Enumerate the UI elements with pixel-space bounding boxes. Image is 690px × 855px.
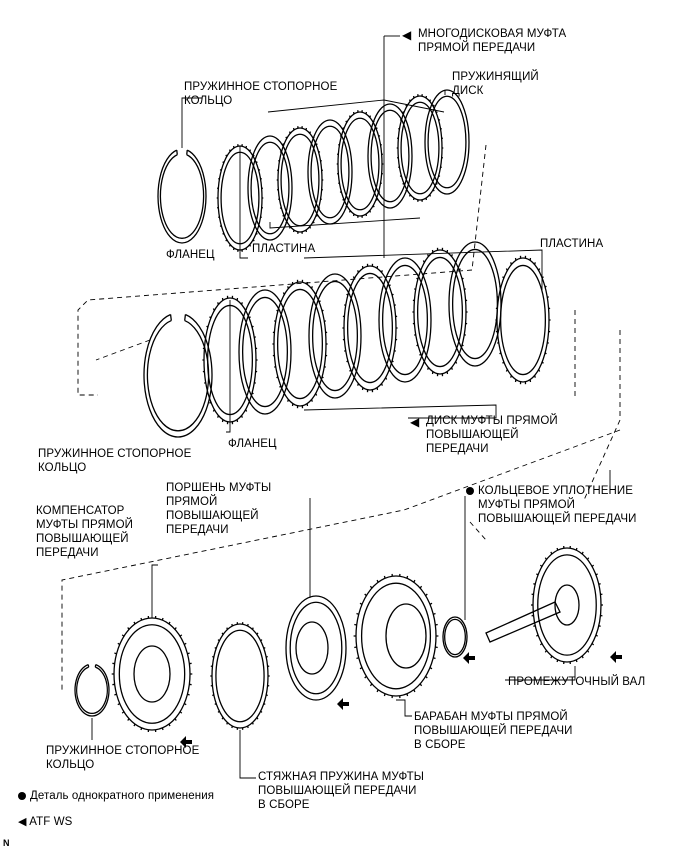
- piston-inner: [295, 621, 329, 675]
- od-clutch-disc-label: ДИСК МУФТЫ ПРЯМОЙ ПОВЫШАЮЩЕЙ ПЕРЕДАЧИ: [426, 415, 558, 455]
- atf-arrow-icon-3: [610, 651, 622, 663]
- flange-mid-label: ФЛАНЕЦ: [228, 438, 277, 450]
- flange-top-label: ФЛАНЕЦ: [166, 249, 215, 261]
- o-ring-part: [442, 616, 468, 658]
- snap-ring-mid-label: ПРУЖИННОЕ СТОПОРНОЕ КОЛЬЦО: [38, 448, 192, 474]
- leader-line-7: [303, 249, 543, 290]
- leader-line-17: [239, 730, 256, 779]
- leader-line-14: [505, 666, 576, 681]
- atf-arrow-icon-2: [463, 652, 475, 664]
- mid-clutch-ring-1: [238, 289, 292, 415]
- dashed-line-3: [583, 330, 621, 501]
- piston-label: ПОРШЕНЬ МУФТЫ ПРЯМОЙ ПОВЫШАЮЩЕЙ ПЕРЕДАЧИ: [166, 482, 272, 536]
- leader-line-9: [303, 404, 497, 419]
- intermediate-shaft-label: ПРОМЕЖУТОЧНЫЙ ВАЛ: [508, 676, 646, 688]
- mid-clutch-ring-5: [378, 257, 432, 383]
- return-spring-part: [210, 622, 270, 730]
- snap-ring-bottom-label: ПРУЖИННОЕ СТОПОРНОЕ КОЛЬЦО: [46, 745, 200, 771]
- dashed-line-4: [95, 339, 151, 361]
- leader-line-6: [181, 97, 202, 148]
- drum-part: [353, 573, 439, 699]
- dashed-line-0: [471, 144, 487, 271]
- od-clutch-disc-arrow-icon: ◀: [410, 415, 420, 429]
- compensator-part: [111, 615, 193, 733]
- leader-line-4: [269, 217, 421, 229]
- mid-clutch-ring-2: [272, 279, 328, 409]
- snap-ring-top-label: ПРУЖИННОЕ СТОПОРНОЕ КОЛЬЦО: [184, 81, 338, 107]
- top-clutch-ring-1: [247, 135, 293, 241]
- compensator-hub: [133, 645, 171, 703]
- legend-arrow-icon: ◀: [18, 816, 27, 828]
- dashed-line-6: [469, 521, 487, 541]
- plate-top-label: ПЛАСТИНА: [252, 243, 316, 255]
- top-clutch-ring-5: [367, 103, 413, 209]
- shaft-hub: [554, 584, 580, 626]
- legend-atf: ◀ ATF WS: [18, 816, 73, 828]
- leader-line-8: [226, 300, 231, 433]
- top-clutch-ring-7: [424, 89, 470, 195]
- non-reusable-dot-icon: [466, 486, 474, 495]
- figure-code: N: [3, 838, 10, 848]
- mid-clutch-ring-6: [412, 247, 468, 377]
- shaft-body: [485, 601, 561, 643]
- leader-line-13: [151, 564, 158, 618]
- leader-line-15: [396, 699, 412, 717]
- mid-clutch-ring-7: [448, 241, 502, 367]
- drum-label: БАРАБАН МУФТЫ ПРЯМОЙ ПОВЫШАЮЩЕЙ ПЕРЕДАЧИ…: [414, 711, 573, 751]
- leader-line-3: [239, 146, 248, 259]
- snap-ring-bottom: [74, 664, 110, 717]
- atf-arrow-icon-1: [337, 698, 349, 710]
- top-clutch-ring-4: [336, 110, 384, 218]
- compensator-label: КОМПЕНСАТОР МУФТЫ ПРЯМОЙ ПОВЫШАЮЩЕЙ ПЕРЕ…: [36, 505, 133, 559]
- mid-clutch-ring-8: [495, 255, 551, 385]
- cushion-plate-label: ПРУЖИНЯЩИЙ ДИСК: [452, 71, 539, 97]
- multidisc-clutch-arrow-icon: ◀: [402, 28, 412, 42]
- legend-dot-icon: [18, 791, 26, 800]
- o-ring-label: КОЛЬЦЕВОЕ УПЛОТНЕНИЕ МУФТЫ ПРЯМОЙ ПОВЫША…: [466, 484, 636, 526]
- piston-part: [285, 595, 347, 701]
- top-clutch-ring-6: [396, 94, 444, 202]
- dashed-line-5: [61, 429, 621, 690]
- multidisc-clutch-label: МНОГОДИСКОВАЯ МУФТА ПРЯМОЙ ПЕРЕДАЧИ: [418, 28, 567, 54]
- mid-clutch-ring-4: [342, 263, 398, 393]
- snap-ring-mid: [143, 313, 213, 438]
- mid-clutch-ring-3: [308, 273, 362, 399]
- top-clutch-ring-2: [276, 126, 324, 234]
- atf-arrow-icon-0: [180, 736, 192, 748]
- return-spring-label: СТЯЖНАЯ ПРУЖИНА МУФТЫ ПОВЫШАЮЩЕЙ ПЕРЕДАЧ…: [258, 771, 425, 811]
- leader-line-2: [267, 99, 445, 113]
- shaft-drum-part: [531, 545, 603, 665]
- legend-non-reusable: Деталь однократного применения: [18, 789, 214, 803]
- plate-mid-label: ПЛАСТИНА: [540, 238, 604, 250]
- dashed-line-1: [77, 269, 473, 396]
- snap-ring-top: [157, 149, 207, 244]
- drum-inner: [385, 603, 427, 669]
